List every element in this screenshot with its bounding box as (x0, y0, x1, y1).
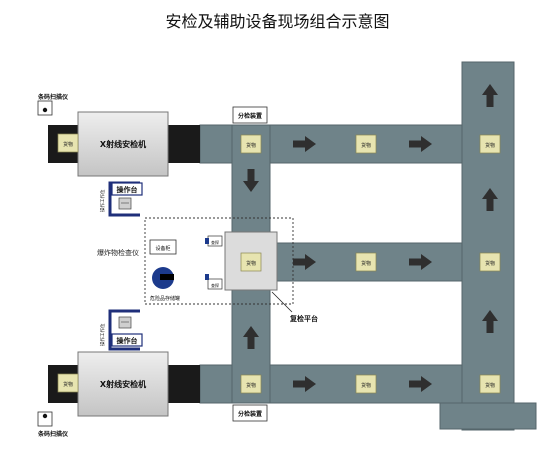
cargo-label: 货物 (485, 260, 495, 267)
console-top-box (111, 182, 143, 196)
console-bottom-box (111, 333, 143, 347)
detector-tag-upper-label: 查探 (211, 239, 219, 245)
equipment-cabinet (149, 239, 177, 255)
conveyor-exit-top (168, 125, 200, 163)
barcode-scanner-bottom: 条码扫描仪 (37, 411, 69, 438)
xray-machine-bottom (77, 351, 169, 417)
sorting-device-top: 分检装置 (232, 106, 268, 124)
recheck-platform-label: 复检平台 (289, 314, 318, 323)
cargo-box (355, 374, 377, 394)
console-bottom-frame (108, 309, 140, 351)
barcode-scanner-top-label: 条码扫描仪 (37, 93, 69, 101)
console-top: 操作台 操作工作位 (99, 181, 143, 217)
cargo-label: 货物 (485, 382, 495, 389)
xray-line-bottom: X射线安检机 货物 (48, 351, 200, 417)
cargo-label: 货物 (246, 382, 256, 389)
diagram-title: 安检及辅助设备现场组合示意图 (165, 12, 390, 31)
cargo-label: 货物 (246, 142, 256, 149)
belt-right-vertical (461, 61, 515, 431)
cargo-label: 货物 (361, 142, 371, 149)
barcode-scanner-bottom-label: 条码扫描仪 (37, 430, 69, 438)
cargo-box (479, 252, 501, 272)
recheck-platform: 货物 复检平台 (224, 231, 318, 323)
cargo-box (479, 374, 501, 394)
xray-machine-top (77, 111, 169, 177)
belt-cargo: 货物 货物 货物 货物 货物 货物 货物 货物 (240, 134, 501, 394)
cargo-box (355, 134, 377, 154)
console-bottom: 操作台 操作工作位 (99, 309, 143, 351)
inspection-zone-boundary (144, 217, 294, 305)
console-bottom-label: 操作台 (117, 336, 138, 345)
sorting-device-top-box (232, 106, 268, 124)
xray-machine-top-label: X射线安检机 (100, 139, 146, 149)
cargo-label: 货物 (361, 260, 371, 267)
cargo-box (479, 134, 501, 154)
recheck-platform-box (224, 231, 278, 291)
cargo-box (57, 133, 79, 153)
detector-tag-lower (207, 278, 223, 290)
cargo-label: 货物 (246, 260, 256, 267)
cargo-label: 货物 (485, 142, 495, 149)
xray-line-top: X射线安检机 货物 (48, 111, 200, 177)
recheck-platform-leader (271, 291, 293, 313)
barcode-scanner-bottom-box (37, 411, 53, 427)
conveyor-exit-bottom (168, 365, 200, 403)
cargo-label: 货物 (63, 141, 73, 148)
console-bottom-device (118, 316, 132, 329)
hazard-storage-label: 危险品存储罐 (150, 295, 180, 302)
cargo-box (240, 252, 262, 272)
belt-right-bottom-foot (439, 402, 537, 430)
xray-machine-bottom-label: X射线安检机 (100, 379, 146, 389)
console-top-label: 操作台 (117, 185, 138, 194)
sorting-device-bottom-box (232, 404, 268, 422)
explosive-detector-area: 爆炸物检查仪 设备柜 危险品存储罐 查探 查探 (97, 217, 294, 305)
console-top-device (118, 197, 132, 210)
cargo-box (355, 252, 377, 272)
cargo-label: 货物 (361, 382, 371, 389)
cargo-label: 货物 (63, 381, 73, 388)
sorting-device-bottom: 分检装置 (232, 404, 268, 422)
belt-network (199, 61, 537, 431)
sorting-device-bottom-label: 分检装置 (238, 410, 262, 418)
operator-station-bottom-label: 操作工作位 (99, 323, 106, 346)
barcode-scanner-bottom-dot (42, 413, 48, 419)
detector-tag-lower-label: 查探 (211, 282, 219, 288)
barcode-scanner-top: 条码扫描仪 (37, 93, 69, 116)
cargo-box (240, 134, 262, 154)
barcode-scanner-top-dot (42, 107, 48, 113)
equipment-cabinet-label: 设备柜 (155, 245, 170, 252)
cargo-box (240, 374, 262, 394)
sorting-device-top-label: 分检装置 (238, 112, 262, 120)
explosive-detector-label: 爆炸物检查仪 (97, 248, 139, 257)
operator-station-top-label: 操作工作位 (99, 189, 106, 212)
cargo-box (57, 373, 79, 393)
